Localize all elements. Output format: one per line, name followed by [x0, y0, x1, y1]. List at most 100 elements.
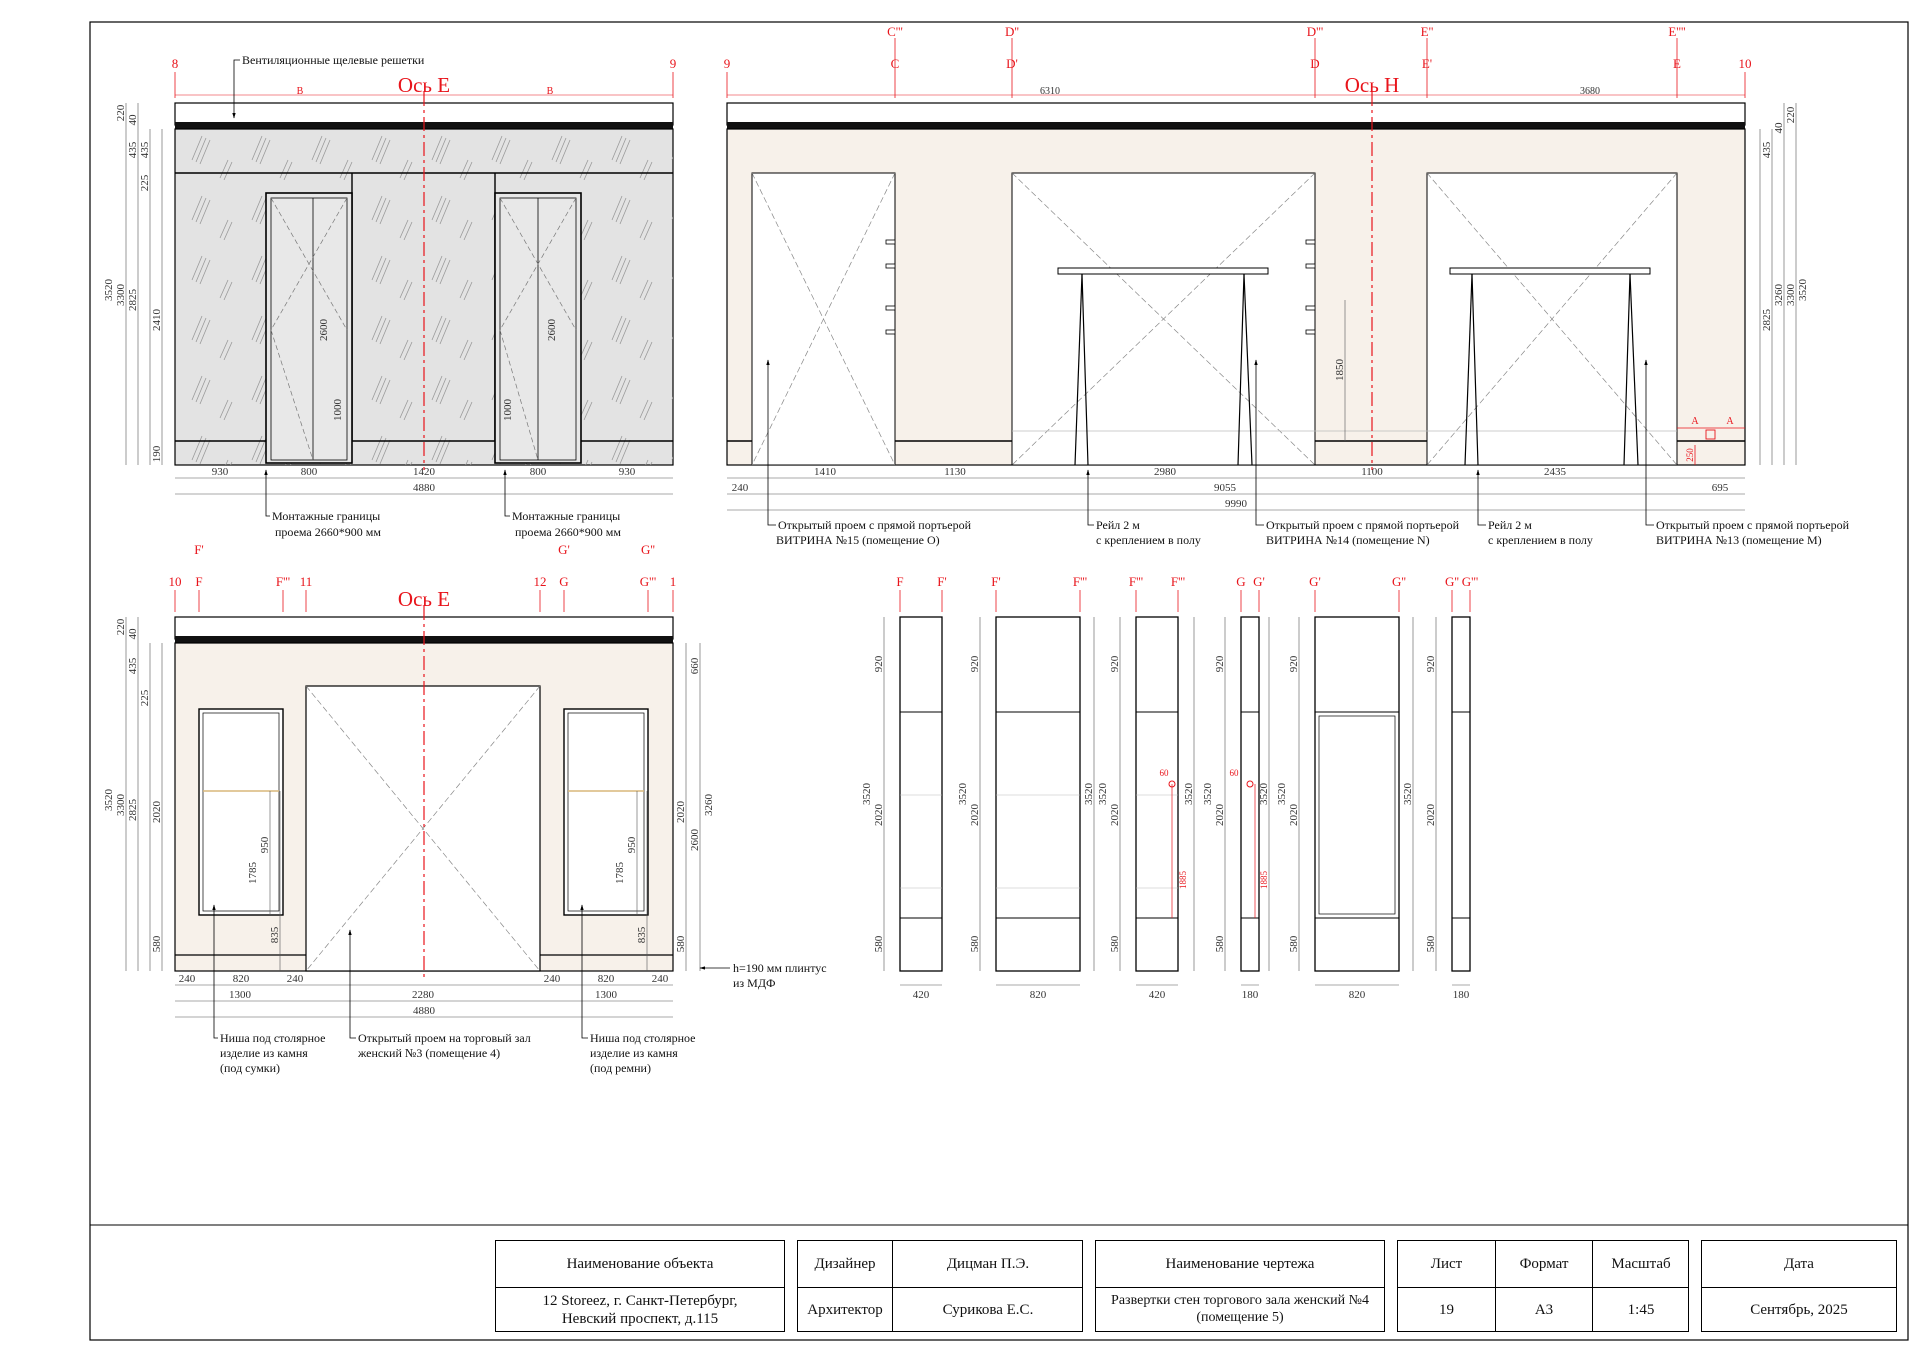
note-niche-left: (под сумки) — [220, 1061, 280, 1075]
grid-label: 11 — [300, 574, 313, 589]
dimension: 930 — [212, 466, 229, 478]
date-value: Сентябрь, 2025 — [1750, 1302, 1848, 1318]
note-rail-2: Рейл 2 м — [1488, 518, 1532, 532]
dimension: 580 — [1109, 935, 1121, 952]
dimension: 2825 — [1761, 309, 1773, 332]
grid-label: C''' — [887, 24, 903, 39]
dimension: 920 — [1425, 655, 1437, 672]
dimension: 3520 — [103, 279, 115, 302]
axis-title-h: Ось Н — [1345, 73, 1399, 97]
grid-label: G — [559, 574, 568, 589]
dimension: 3520 — [1097, 783, 1109, 806]
dimension: 920 — [1288, 655, 1300, 672]
titleblock-sheet-info: Лист Формат Масштаб 19 А3 1:45 — [1397, 1240, 1689, 1332]
object-line-1: 12 Storeez, г. Санкт-Петербург, — [542, 1293, 738, 1309]
dimension: 435 — [1761, 141, 1773, 158]
dimension: 2020 — [1214, 804, 1226, 827]
dimension: 2600 — [689, 829, 701, 852]
note-vent-grilles: Вентиляционные щелевые решетки — [242, 53, 425, 67]
dimension: 9990 — [1225, 498, 1248, 510]
dimension: 820 — [1030, 989, 1047, 1001]
designer-label: Дизайнер — [814, 1256, 876, 1272]
grid-label: F''' — [1171, 574, 1185, 589]
scale-label: Масштаб — [1611, 1256, 1671, 1272]
dimension: 800 — [530, 466, 547, 478]
dimension: 3520 — [1276, 783, 1288, 806]
grid-label: G'' — [1392, 574, 1406, 589]
dimension: 3520 — [1202, 783, 1214, 806]
note-opening-3: Открытый проем на торговый зал — [358, 1031, 531, 1045]
dimension: 3260 — [703, 794, 715, 817]
dimension: 240 — [544, 973, 561, 985]
axis-title-e-bottom: Ось Е — [398, 587, 450, 611]
grid-label: D — [1310, 56, 1319, 71]
dimension: 220 — [115, 104, 127, 121]
dimension-labels: 930 800 1420 800 930 4880 220 40 435 435… — [103, 86, 1809, 1017]
designer-name: Дицман П.Э. — [946, 1256, 1030, 1272]
dimension: 3520 — [861, 783, 873, 806]
grid-label: 12 — [534, 574, 547, 589]
note-plinth: из МДФ — [733, 976, 776, 990]
dimension: 580 — [675, 935, 687, 952]
dimension: 1785 — [247, 862, 259, 885]
note-opening-14: Открытый проем с прямой портьерой — [1266, 518, 1460, 532]
grid-label: G — [1236, 574, 1245, 589]
dimension: 2020 — [1425, 804, 1437, 827]
dimension: 190 — [151, 445, 163, 462]
dimension: 1885 — [1259, 871, 1269, 890]
grid-label: A — [1691, 416, 1699, 427]
titleblock-object: Наименование объекта 12 Storeez, г. Санк… — [495, 1240, 785, 1332]
dimension: 920 — [1109, 655, 1121, 672]
niche-sections — [883, 590, 1471, 986]
grid-label: D' — [1006, 56, 1018, 71]
dimension: 2020 — [969, 804, 981, 827]
dimension: 3680 — [1580, 86, 1600, 97]
grid-label: 9 — [724, 56, 731, 71]
dimension: 835 — [636, 926, 648, 943]
dimension: 3520 — [1797, 279, 1809, 302]
drawing-label: Наименование чертежа — [1165, 1256, 1315, 1272]
dimension: 580 — [1288, 935, 1300, 952]
dimension: 580 — [1214, 935, 1226, 952]
drawing-line-1: Развертки стен торгового зала женский №4 — [1111, 1293, 1369, 1309]
dimension: 580 — [873, 935, 885, 952]
dimension: 950 — [259, 836, 271, 853]
grid-label: F — [195, 574, 202, 589]
dimension: 1300 — [229, 989, 252, 1001]
dimension: 220 — [1785, 106, 1797, 123]
grid-label: G' — [1309, 574, 1321, 589]
dimension: 60 — [1160, 768, 1170, 778]
drawing-line-2: (помещение 5) — [1196, 1310, 1284, 1325]
dimension: 6310 — [1040, 86, 1060, 97]
drawing-value: Развертки стен торгового зала женский №4… — [1096, 1287, 1384, 1333]
dimension: 435 — [127, 141, 139, 158]
dimension: 1000 — [502, 399, 514, 422]
dimension: 695 — [1712, 482, 1729, 494]
dimension: 1850 — [1334, 359, 1346, 382]
titleblock-authors: Дизайнер Дицман П.Э. Архитектор Сурикова… — [797, 1240, 1083, 1332]
grid-label: G'' — [641, 542, 655, 557]
grid-label: F''' — [1129, 574, 1143, 589]
dimension: 40 — [127, 628, 139, 640]
dimension: 3520 — [1402, 783, 1414, 806]
grid-label: 10 — [169, 574, 182, 589]
dimension: 1410 — [814, 466, 837, 478]
sheet-frame — [89, 21, 1909, 1341]
dimension: 240 — [179, 973, 196, 985]
note-rail-1: Рейл 2 м — [1096, 518, 1140, 532]
dimension: 40 — [1773, 122, 1785, 134]
object-label: Наименование объекта — [566, 1256, 714, 1272]
dimension: 3520 — [957, 783, 969, 806]
dimension: 3300 — [115, 794, 127, 817]
dimension: 2825 — [127, 799, 139, 822]
grid-label: 10 — [1739, 56, 1752, 71]
note-niche-left: изделие из камня — [220, 1046, 308, 1060]
grid-label: 8 — [172, 56, 179, 71]
note-opening-15: Открытый проем с прямой портьерой — [778, 518, 972, 532]
dimension: 2020 — [675, 801, 687, 824]
note-mounting-left: Монтажные границы — [272, 509, 380, 523]
dimension: 2020 — [873, 804, 885, 827]
dimension: 3520 — [1183, 783, 1195, 806]
dimension: 3300 — [115, 284, 127, 307]
